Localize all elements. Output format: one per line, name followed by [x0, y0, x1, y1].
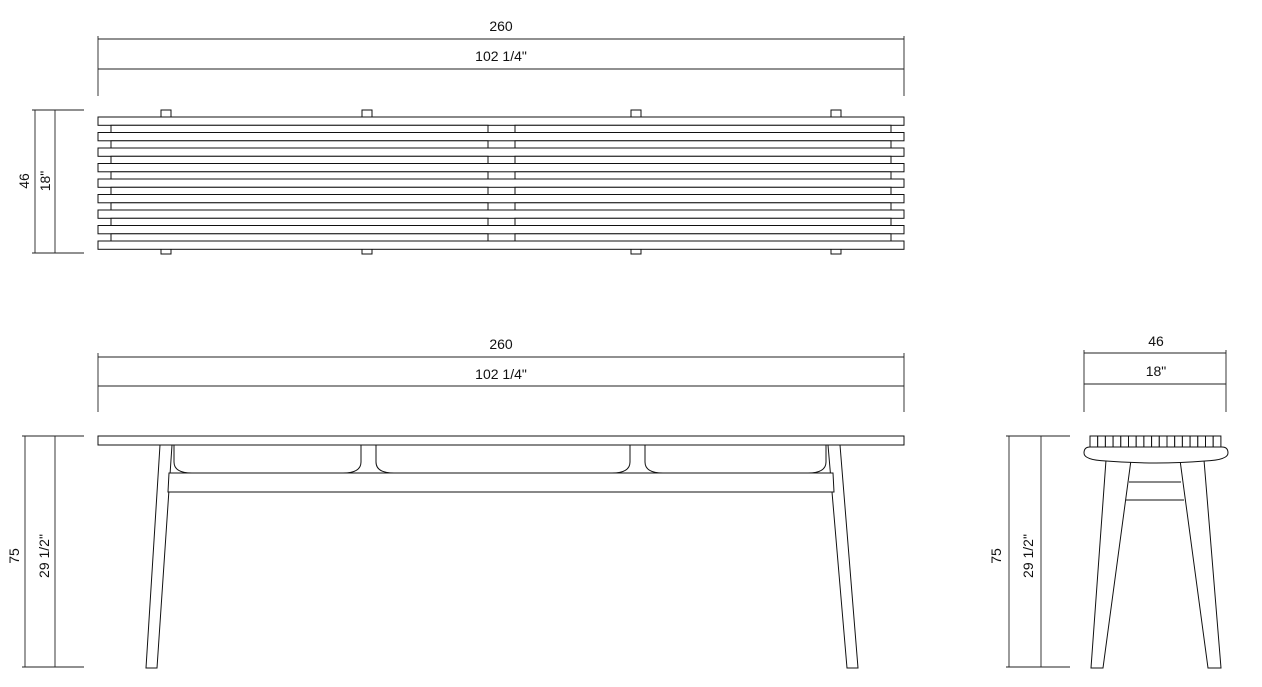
long-slat	[97, 240, 905, 250]
top-depth-in-label: 18"	[37, 171, 53, 192]
long-slat	[97, 147, 905, 157]
slat-end	[1166, 435, 1176, 448]
inner-slat	[514, 124, 892, 134]
apron-bracket	[807, 445, 827, 474]
inner-slat	[514, 217, 892, 227]
slat-end	[1174, 435, 1183, 448]
apron-bracket	[173, 445, 193, 474]
bench-leg-left	[145, 444, 173, 669]
support-tab	[830, 109, 842, 118]
inner-slat	[514, 233, 892, 242]
side-height-in-label: 29 1/2"	[1020, 534, 1036, 578]
front-height-in-label: 29 1/2"	[36, 534, 52, 578]
inner-slat	[110, 155, 489, 165]
support-tab	[361, 109, 373, 118]
inner-slat	[514, 140, 892, 149]
drawing-geometry	[22, 36, 1229, 669]
inner-slat	[110, 186, 489, 196]
long-slat	[97, 132, 905, 142]
inner-slat	[514, 171, 892, 180]
inner-slat	[110, 202, 489, 211]
end-leg-left	[1090, 459, 1132, 669]
slat-end	[1151, 435, 1160, 448]
top-width-cm-label: 260	[489, 18, 513, 34]
inner-slat	[110, 171, 489, 180]
slat-end	[1197, 435, 1207, 448]
long-slat	[97, 225, 905, 235]
inner-slat	[514, 155, 892, 165]
apron-bracket	[342, 445, 395, 474]
front-height-cm-label: 75	[6, 548, 22, 564]
slat-end	[1104, 435, 1114, 448]
support-tab	[160, 109, 172, 118]
slat-end	[1205, 435, 1214, 448]
inner-slat	[514, 186, 892, 196]
long-slat	[97, 163, 905, 173]
top-depth-cm-label: 46	[16, 173, 32, 189]
inner-slat	[110, 124, 489, 134]
support-tab	[630, 109, 642, 118]
inner-slat	[110, 140, 489, 149]
stretcher-rail	[167, 472, 835, 493]
end-leg-right	[1179, 459, 1222, 669]
top-width-in-label: 102 1/4"	[475, 48, 527, 64]
long-slat	[97, 194, 905, 204]
bench-top	[97, 435, 905, 446]
slat-end	[1181, 435, 1191, 448]
slat-end	[1089, 435, 1099, 448]
slat-end	[1143, 435, 1153, 448]
slat-end	[1112, 435, 1122, 448]
slat-end	[1097, 435, 1106, 448]
seat-profile	[1083, 446, 1229, 464]
front-width-cm-label: 260	[489, 336, 513, 352]
long-slat	[97, 116, 905, 126]
inner-slat	[514, 202, 892, 211]
long-slat	[97, 178, 905, 188]
slat-end	[1189, 435, 1199, 448]
slat-end	[1135, 435, 1145, 448]
slat-end	[1128, 435, 1137, 448]
slat-end	[1158, 435, 1168, 448]
inner-slat	[110, 233, 489, 242]
slat-end	[1212, 435, 1222, 448]
side-depth-cm-label: 46	[1148, 333, 1164, 349]
apron-bracket	[611, 445, 664, 474]
inner-slat	[110, 217, 489, 227]
side-height-cm-label: 75	[988, 548, 1004, 564]
side-depth-in-label: 18"	[1146, 363, 1167, 379]
long-slat	[97, 209, 905, 219]
front-width-in-label: 102 1/4"	[475, 366, 527, 382]
slat-end	[1120, 435, 1130, 448]
